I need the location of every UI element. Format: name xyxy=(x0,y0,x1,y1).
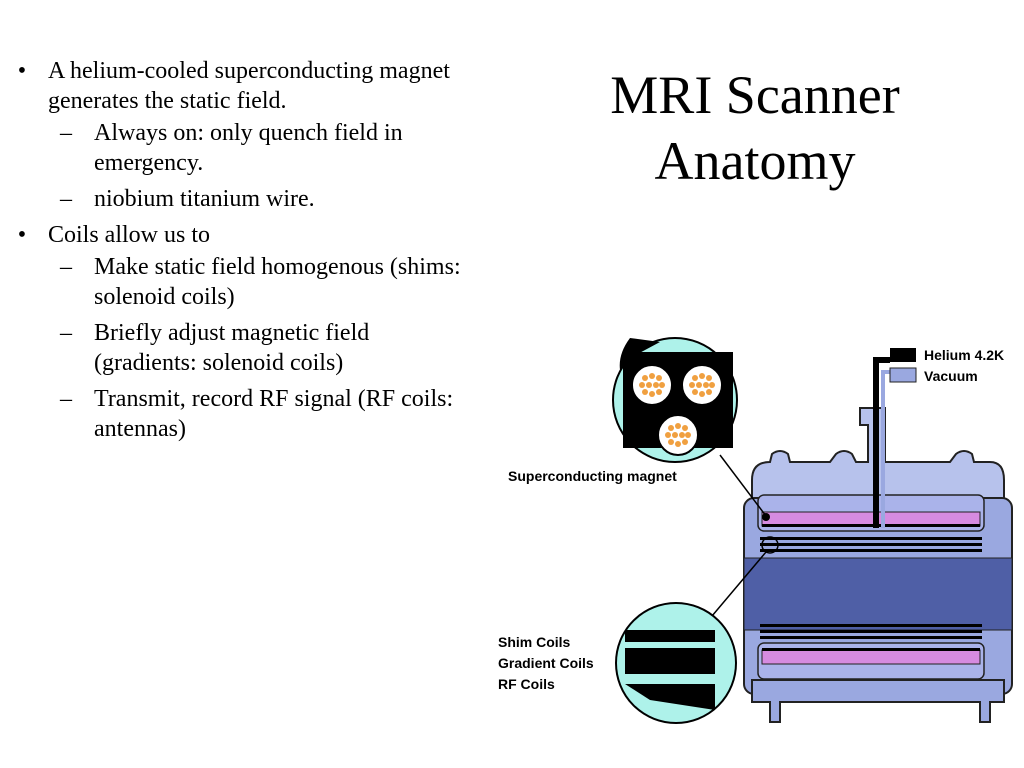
coil-layers-upper xyxy=(760,537,982,552)
sub-bullet-item: –niobium titanium wire. xyxy=(60,186,315,212)
sub-bullet-text: Make static field homogenous (shims: sol… xyxy=(94,254,461,310)
gradient-coils-label: Gradient Coils xyxy=(498,655,594,671)
bullet-item: • A helium-cooled superconducting magnet… xyxy=(12,56,477,214)
helium-pipe xyxy=(873,357,890,528)
upper-cryostat xyxy=(757,494,985,532)
sub-bullet-item: –Transmit, record RF signal (RF coils: a… xyxy=(60,386,454,442)
sub-bullet-item: –Always on: only quench field in emergen… xyxy=(60,120,403,176)
coil-layers-lower xyxy=(760,624,982,639)
superconducting-magnet-inset xyxy=(612,337,738,463)
lower-cryostat xyxy=(757,642,985,680)
coils-inset xyxy=(615,602,737,724)
bullet-text: Coils allow us to xyxy=(48,222,211,248)
helium-label: Helium 4.2K xyxy=(924,347,1004,363)
bullet-list: • A helium-cooled superconducting magnet… xyxy=(12,56,477,450)
bore xyxy=(743,557,1013,631)
coils-marker xyxy=(761,536,779,554)
sub-bullet-text: Transmit, record RF signal (RF coils: an… xyxy=(94,386,454,442)
sub-bullet-text: niobium titanium wire. xyxy=(94,186,315,212)
rf-coils-label: RF Coils xyxy=(498,676,555,692)
sub-bullet-text: Briefly adjust magnetic field (gradients… xyxy=(94,320,370,376)
vacuum-label: Vacuum xyxy=(924,368,978,384)
bullet-item: • Coils allow us to –Make static field h… xyxy=(12,220,477,444)
sub-bullet-text: Always on: only quench field in emergenc… xyxy=(94,120,403,176)
mri-scanner-diagram: Helium 4.2K Vacuum xyxy=(490,330,1024,740)
magnet-marker xyxy=(762,513,770,521)
vacuum-swatch xyxy=(889,367,917,383)
sub-bullet-item: –Briefly adjust magnetic field (gradient… xyxy=(60,320,370,376)
mri-scanner-illustration: Helium 4.2K Vacuum xyxy=(498,337,1013,724)
sub-bullet-list: –Always on: only quench field in emergen… xyxy=(48,118,477,214)
coils-leader-line xyxy=(711,551,767,617)
superconducting-magnet-label: Superconducting magnet xyxy=(508,468,677,484)
bullet-marker: • xyxy=(17,222,27,248)
sub-bullet-list: –Make static field homogenous (shims: so… xyxy=(48,252,477,444)
bullet-marker: • xyxy=(17,58,27,84)
helium-swatch xyxy=(890,348,916,362)
sub-bullet-item: –Make static field homogenous (shims: so… xyxy=(60,254,461,310)
shim-coils-label: Shim Coils xyxy=(498,634,571,650)
magnet-leader-line xyxy=(719,454,767,517)
slide-title: MRI Scanner Anatomy xyxy=(610,65,900,191)
bullet-text: A helium-cooled superconducting magnet g… xyxy=(48,58,450,114)
